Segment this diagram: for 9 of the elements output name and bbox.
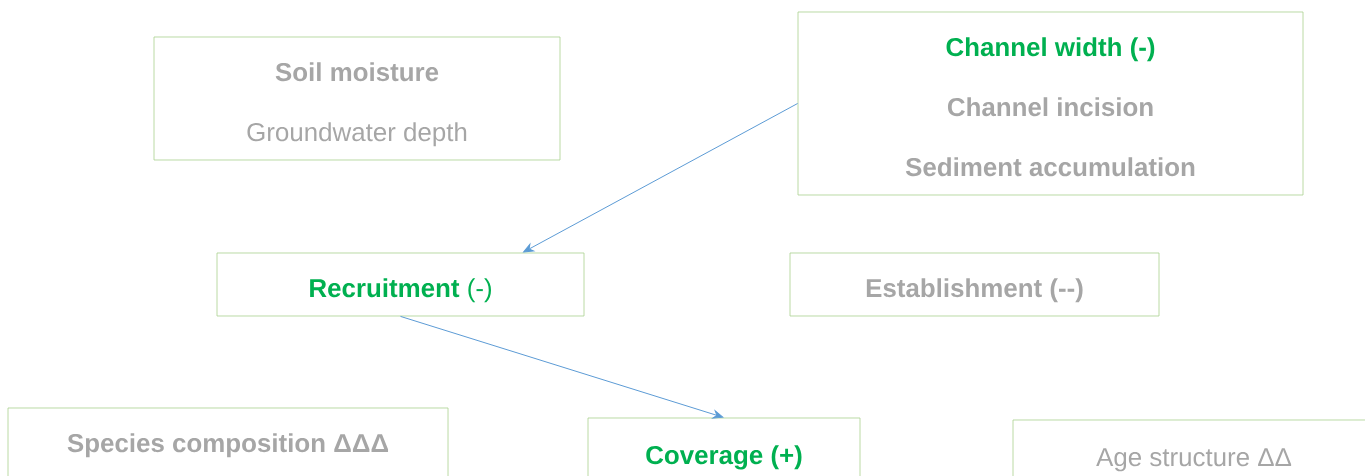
text-box: Recruitment (-) (216, 252, 585, 317)
text-box: Coverage (+) (587, 417, 861, 476)
arrow (400, 315, 724, 419)
text-box: Establishment (--) (789, 252, 1160, 317)
text-box: Age structure ΔΔ (1012, 419, 1365, 476)
arrow (523, 103, 799, 253)
text-box: Channel width (-) Channel incision Sediment accumulation (797, 11, 1304, 196)
text-box: Species composition ΔΔΔ (7, 407, 449, 476)
text-box: Soil moisture Groundwater depth (153, 36, 561, 161)
